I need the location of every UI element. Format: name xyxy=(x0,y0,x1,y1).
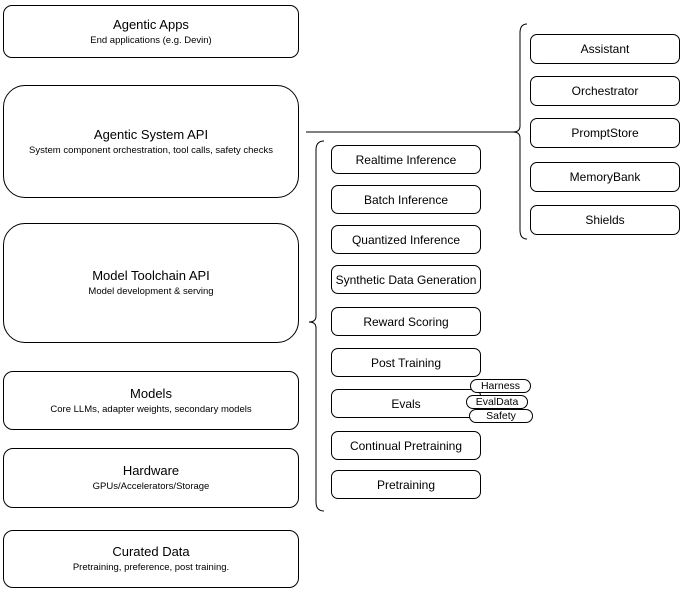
node-label: Batch Inference xyxy=(363,192,449,207)
node-subtitle: Model development & serving xyxy=(88,286,214,297)
node-label: PromptStore xyxy=(571,126,639,140)
node-subtitle: Core LLMs, adapter weights, secondary mo… xyxy=(50,403,252,415)
node-title: Model Toolchain API xyxy=(92,268,210,283)
node-subtitle: System component orchestration, tool cal… xyxy=(29,144,273,156)
toolchain-brace xyxy=(308,140,325,512)
node-promptstore: PromptStore xyxy=(530,118,680,148)
node-label: Assistant xyxy=(580,42,630,56)
node-label: Post Training xyxy=(370,355,442,370)
node-memorybank: MemoryBank xyxy=(530,162,680,192)
node-subtitle: Pretraining, preference, post training. xyxy=(72,562,230,573)
node-orchestrator: Orchestrator xyxy=(530,76,680,106)
node-realtime-inference: Realtime Inference xyxy=(331,145,481,174)
node-label: Continual Pretraining xyxy=(349,438,463,453)
tag-evaldata: EvalData xyxy=(466,395,528,409)
tag-label: Safety xyxy=(486,410,516,422)
node-title: Models xyxy=(130,385,172,401)
node-model-toolchain-api: Model Toolchain API Model development & … xyxy=(3,223,299,343)
node-title: Agentic Apps xyxy=(113,16,189,32)
node-agentic-system-api: Agentic System API System component orch… xyxy=(3,85,299,198)
node-reward-scoring: Reward Scoring xyxy=(331,307,481,336)
node-quantized-inference: Quantized Inference xyxy=(331,225,481,254)
node-title: Hardware xyxy=(122,463,180,478)
node-batch-inference: Batch Inference xyxy=(331,185,481,214)
node-label: Shields xyxy=(585,213,625,227)
node-title: Curated Data xyxy=(112,544,190,559)
tag-harness: Harness xyxy=(470,379,531,393)
node-label: Realtime Inference xyxy=(355,152,457,167)
node-label: Evals xyxy=(391,396,421,411)
node-models: Models Core LLMs, adapter weights, secon… xyxy=(3,371,299,430)
node-continual-pretraining: Continual Pretraining xyxy=(331,431,481,460)
node-subtitle: End applications (e.g. Devin) xyxy=(90,34,212,46)
node-synthetic-data-generation: Synthetic Data Generation xyxy=(331,265,481,294)
node-title: Agentic System API xyxy=(93,126,209,142)
node-label: MemoryBank xyxy=(569,170,641,184)
node-label: Reward Scoring xyxy=(363,314,449,329)
node-evals: Evals xyxy=(331,389,481,418)
node-curated-data: Curated Data Pretraining, preference, po… xyxy=(3,530,299,588)
system-components-brace xyxy=(512,23,528,240)
node-post-training: Post Training xyxy=(331,348,481,377)
node-label: Synthetic Data Generation xyxy=(335,272,477,287)
node-label: Orchestrator xyxy=(571,84,639,98)
node-shields: Shields xyxy=(530,205,680,235)
node-pretraining: Pretraining xyxy=(331,470,481,499)
tag-label: Harness xyxy=(480,380,521,392)
node-subtitle: GPUs/Accelerators/Storage xyxy=(92,481,210,492)
node-hardware: Hardware GPUs/Accelerators/Storage xyxy=(3,448,299,508)
node-agentic-apps: Agentic Apps End applications (e.g. Devi… xyxy=(3,5,299,58)
tag-safety: Safety xyxy=(469,409,533,423)
node-label: Pretraining xyxy=(376,477,436,492)
tag-label: EvalData xyxy=(475,396,519,408)
node-assistant: Assistant xyxy=(530,34,680,64)
node-label: Quantized Inference xyxy=(351,232,461,247)
